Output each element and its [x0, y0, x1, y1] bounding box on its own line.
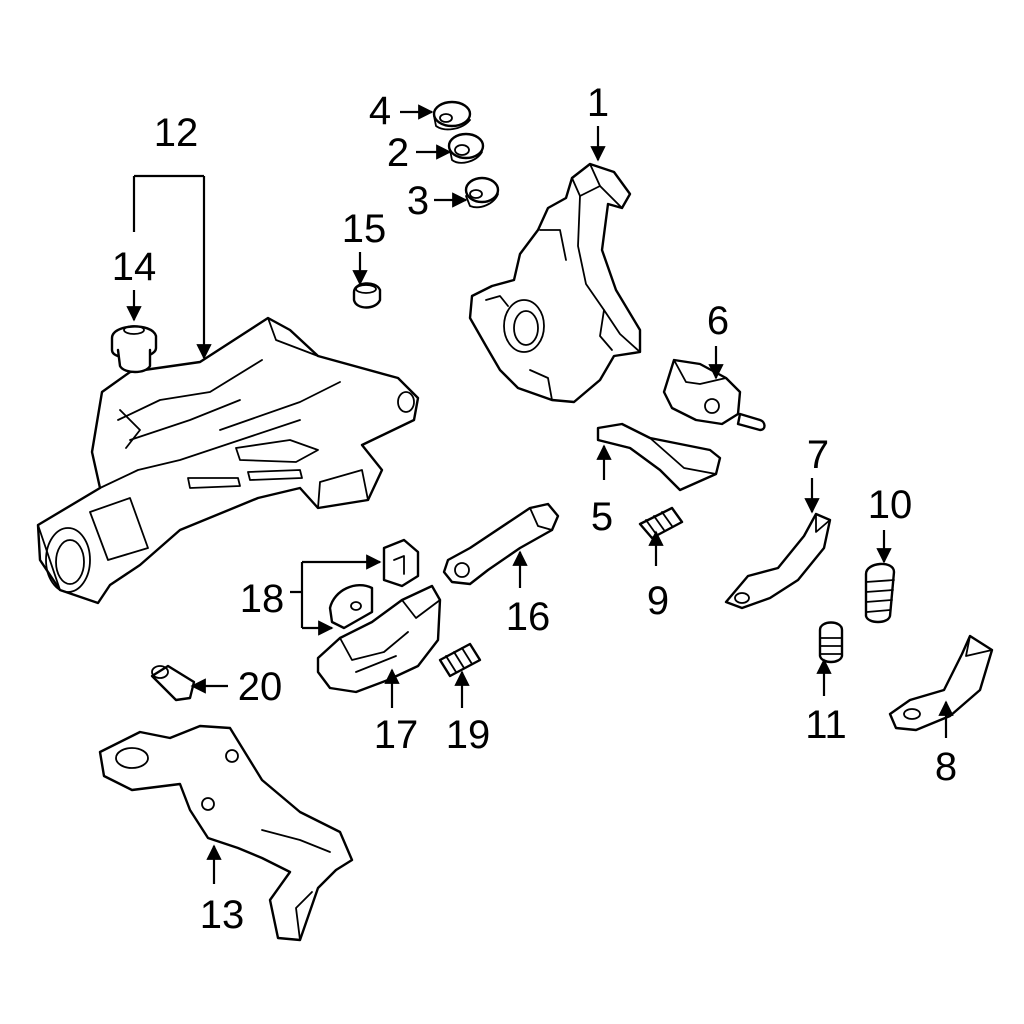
callout-20: 20 — [238, 665, 283, 709]
callout-17: 17 — [374, 713, 419, 757]
part-9-spring — [638, 506, 684, 540]
callout-12: 12 — [154, 111, 199, 155]
part-18-lock-upper — [382, 538, 420, 588]
part-1-housing — [468, 162, 642, 404]
part-16-arm — [442, 502, 560, 586]
part-18-lock-lower — [328, 584, 374, 630]
part-8-lever — [888, 634, 994, 732]
callout-1: 1 — [587, 81, 609, 125]
callout-13: 13 — [200, 893, 245, 937]
part-19-spring — [438, 642, 482, 678]
part-11-spring — [818, 621, 844, 664]
callout-10: 10 — [868, 483, 913, 527]
callout-14: 14 — [112, 245, 157, 289]
part-13-bracket — [98, 724, 354, 942]
callout-19: 19 — [446, 713, 491, 757]
part-10-spring — [864, 562, 896, 624]
part-20-sleeve — [150, 664, 196, 702]
callout-labels: 1 4 2 3 15 12 14 6 5 9 16 7 10 11 8 18 1… — [112, 81, 957, 937]
callout-4: 4 — [369, 89, 391, 133]
callout-16: 16 — [506, 595, 551, 639]
part-3-cap — [464, 176, 500, 209]
part-14-bushing — [110, 325, 158, 374]
callout-11: 11 — [805, 703, 847, 747]
part-7-lever — [724, 512, 832, 610]
part-15-plug — [352, 282, 382, 309]
callout-15: 15 — [342, 207, 387, 251]
callout-6: 6 — [707, 299, 729, 343]
leader-18-bracket — [290, 562, 304, 628]
part-5-lever — [596, 422, 722, 492]
callout-9: 9 — [647, 579, 669, 623]
callout-18: 18 — [240, 577, 285, 621]
callout-8: 8 — [935, 745, 957, 789]
callout-5: 5 — [591, 495, 613, 539]
part-12-column-housing — [36, 316, 420, 605]
part-17-block — [316, 584, 442, 694]
callout-7: 7 — [807, 433, 829, 477]
callout-2: 2 — [387, 131, 409, 175]
part-6-cover — [662, 358, 766, 432]
part-2-nut — [447, 132, 485, 164]
leader-lines — [134, 104, 954, 884]
callout-3: 3 — [407, 179, 429, 223]
part-4-cap — [432, 100, 472, 131]
